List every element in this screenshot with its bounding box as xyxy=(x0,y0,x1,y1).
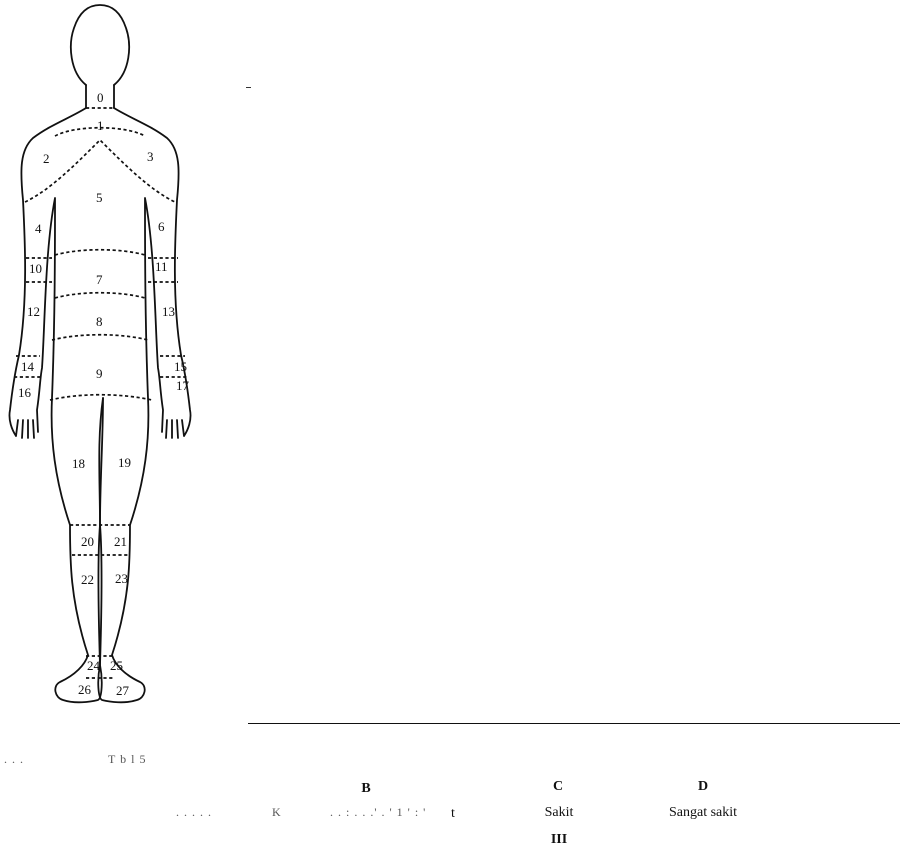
region-label-14: 14 xyxy=(21,359,35,374)
scale-letter-c: C xyxy=(553,779,563,795)
region-label-2: 2 xyxy=(43,151,50,166)
right-body-outline xyxy=(98,108,190,702)
caption-partial-mid2: . . : . . .' . ' 1 ' : ' xyxy=(330,805,426,820)
scale-text-d: Sangat sakit xyxy=(669,805,737,821)
region-label-11: 11 xyxy=(155,259,168,274)
region-label-22: 22 xyxy=(81,572,94,587)
roman-numeral: III xyxy=(551,832,567,848)
region-label-19: 19 xyxy=(118,455,131,470)
region-label-1: 1 xyxy=(97,118,104,133)
stray-mark xyxy=(246,87,251,88)
region-label-17: 17 xyxy=(176,378,190,393)
caption-partial-mid: T b l 5 xyxy=(108,752,146,767)
region-label-6: 6 xyxy=(158,219,165,234)
scale-letter-b: B xyxy=(361,781,370,797)
region-label-16: 16 xyxy=(18,385,32,400)
region-label-20: 20 xyxy=(81,534,94,549)
body-map-diagram: 0 1 2 3 4 5 6 7 8 9 10 11 12 13 14 15 16… xyxy=(0,0,260,715)
region-label-25: 25 xyxy=(110,658,123,673)
region-label-15: 15 xyxy=(174,359,187,374)
scale-letter-d: D xyxy=(698,779,708,795)
head-outline xyxy=(71,5,129,85)
region-label-0: 0 xyxy=(97,90,104,105)
region-label-21: 21 xyxy=(114,534,127,549)
region-label-24: 24 xyxy=(87,658,101,673)
caption-partial-k: K xyxy=(272,805,282,820)
scale-text-c: Sakit xyxy=(545,805,574,821)
region-label-27: 27 xyxy=(116,683,130,698)
region-label-5: 5 xyxy=(96,190,103,205)
region-label-4: 4 xyxy=(35,221,42,236)
caption-partial-t: t xyxy=(451,806,455,822)
divider-line xyxy=(248,723,900,724)
region-label-13: 13 xyxy=(162,304,175,319)
region-label-10: 10 xyxy=(29,261,42,276)
region-label-3: 3 xyxy=(147,149,154,164)
region-label-18: 18 xyxy=(72,456,85,471)
region-label-23: 23 xyxy=(115,571,128,586)
caption-partial-left: . . . xyxy=(4,752,24,767)
region-label-12: 12 xyxy=(27,304,40,319)
left-body-outline xyxy=(9,108,103,702)
region-label-8: 8 xyxy=(96,314,103,329)
caption-partial-row: . . . . . xyxy=(176,805,212,820)
region-label-7: 7 xyxy=(96,272,103,287)
region-label-26: 26 xyxy=(78,682,92,697)
region-label-9: 9 xyxy=(96,366,103,381)
